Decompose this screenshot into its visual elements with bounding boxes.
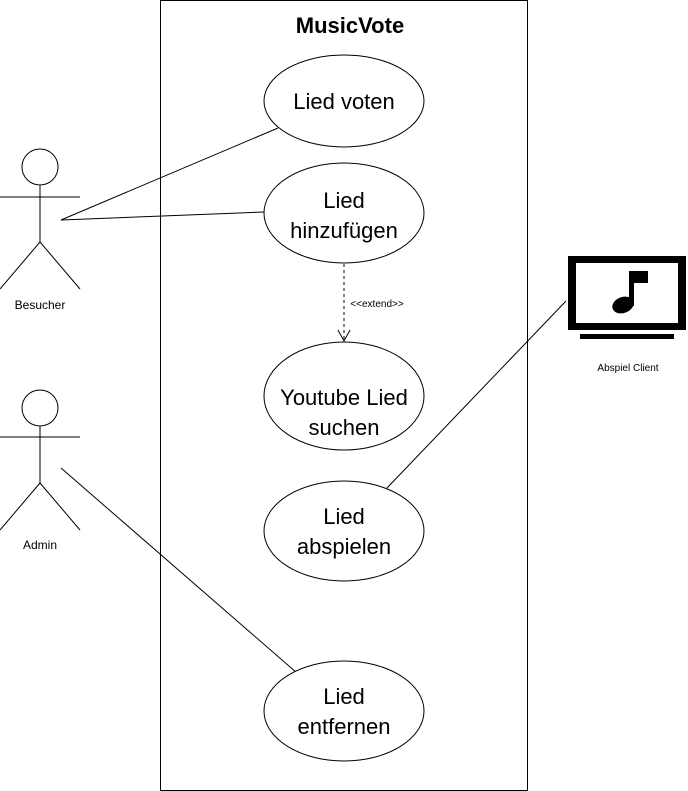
actor-label: Besucher (15, 298, 66, 312)
system-title: MusicVote (296, 13, 404, 38)
association-besucher-lied-voten (60, 127, 279, 221)
association-client-lied-abspielen (386, 300, 567, 489)
extend-arrowhead (337, 329, 351, 343)
monitor-music-note-icon (568, 256, 686, 339)
use-case-youtube-lied-suchen[interactable]: Youtube Lied suchen (263, 341, 425, 451)
use-case-label-line-2: entfernen (298, 714, 391, 739)
use-case-label-line-1: Youtube Lied (280, 385, 408, 410)
use-case-label-line-1: Lied (323, 188, 365, 213)
association-admin-lied-entfernen (60, 467, 298, 674)
extend-label: <<extend>> (350, 299, 404, 310)
use-case-lied-abspielen[interactable]: Lied abspielen (263, 480, 425, 582)
actor-admin[interactable]: Admin (0, 389, 81, 552)
stick-figure-icon (0, 148, 81, 290)
actor-besucher[interactable]: Besucher (0, 148, 81, 312)
actor-label: Admin (23, 538, 57, 552)
use-case-label-line-2: abspielen (297, 534, 391, 559)
use-case-label-line-1: Lied (323, 504, 365, 529)
use-case-label-line-2: hinzufügen (290, 218, 398, 243)
actor-abspiel-client[interactable]: Abspiel Client (568, 256, 686, 374)
association-besucher-lied-hinzufuegen (60, 211, 265, 221)
use-case-label: Lied voten (293, 89, 395, 114)
use-case-lied-hinzufuegen[interactable]: Lied hinzufügen (263, 162, 425, 264)
use-case-lied-entfernen[interactable]: Lied entfernen (263, 660, 425, 762)
actor-label: Abspiel Client (597, 363, 658, 374)
use-case-lied-voten[interactable]: Lied voten (263, 54, 425, 148)
use-case-label-line-2: suchen (309, 415, 380, 440)
stick-figure-icon (0, 389, 81, 531)
use-case-label-line-1: Lied (323, 684, 365, 709)
